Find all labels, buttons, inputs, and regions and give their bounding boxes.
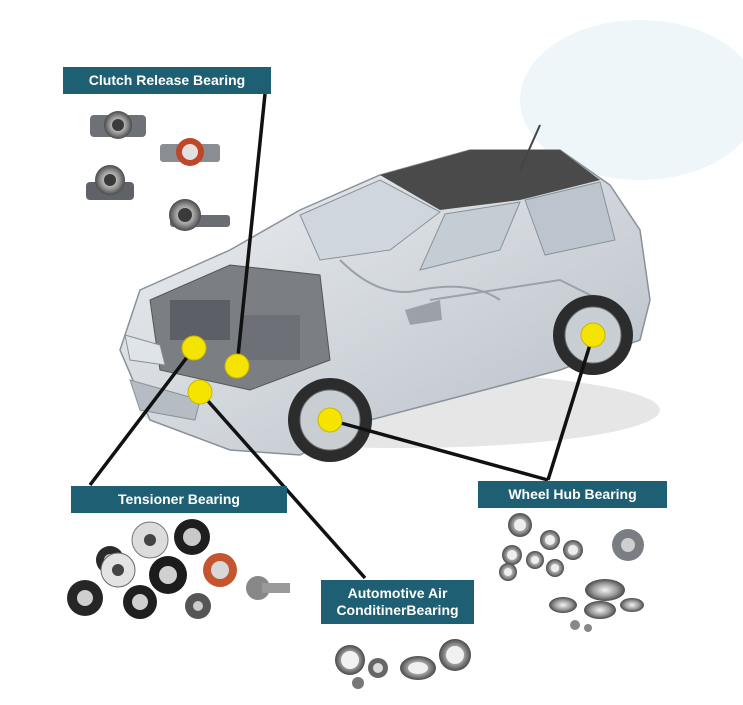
clutch-release-bearing-label: Clutch Release Bearing [63,67,271,94]
bearing-markers [181,322,606,433]
leader-line-wheel-hub-rear [546,334,595,481]
air-conditioner-bearing-images [335,639,471,689]
marker-tensioner [181,335,207,361]
wheel-hub-bearing-images [499,513,644,632]
marker-air-conditioner [187,379,213,405]
background-glow [520,20,743,180]
tensioner-bearing-images [67,519,290,619]
leader-line-air-conditioner [198,390,367,580]
marker-clutch [224,353,250,379]
leader-line-clutch [235,93,267,367]
leader-line-tensioner [88,346,196,487]
air-conditioner-label-line1: Automotive Air [347,585,448,601]
wheel-hub-bearing-label: Wheel Hub Bearing [478,481,667,508]
air-conditioner-bearing-label: Automotive Air ConditinerBearing [321,580,474,624]
car-illustration [119,124,660,462]
tensioner-bearing-label: Tensioner Bearing [71,486,287,513]
clutch-bearing-images [86,111,230,231]
marker-wheel-hub-front [317,407,343,433]
air-conditioner-label-line2: ConditinerBearing [336,602,459,618]
leader-lines [88,93,595,580]
leader-line-wheel-hub-front [329,418,549,482]
marker-wheel-hub-rear [580,322,606,348]
